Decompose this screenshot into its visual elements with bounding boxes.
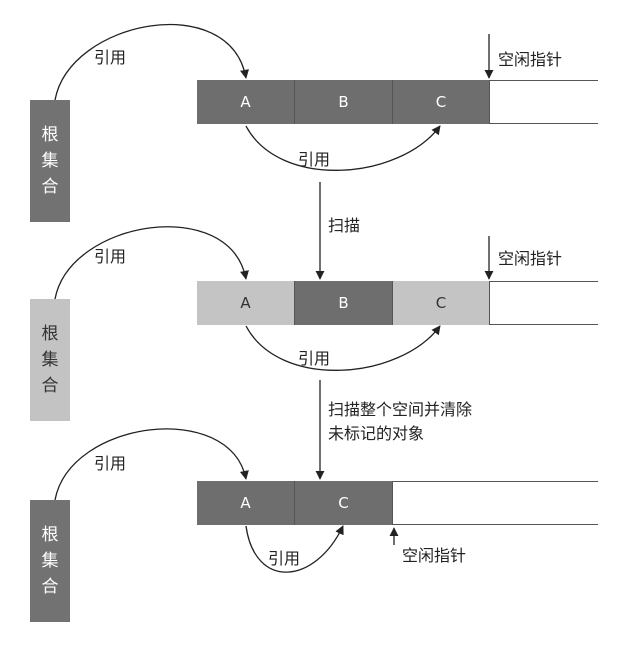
reference-label: 引用 (94, 48, 127, 67)
root-set-box-1: 根 集 合 (30, 100, 70, 222)
root-set-char: 集 (41, 151, 59, 171)
reference-label: 引用 (94, 247, 127, 266)
root-set-char: 集 (41, 350, 59, 370)
root-set-char: 合 (41, 177, 59, 197)
heap-object-b: B (295, 80, 393, 124)
root-set-char: 根 (41, 125, 59, 145)
free-space-top-line (393, 481, 598, 482)
heap-object-b: B (295, 281, 393, 325)
root-set-char: 合 (41, 376, 59, 396)
heap-object-c: C (295, 481, 393, 525)
object-reference-arrow (245, 125, 441, 171)
cell-label: A (240, 294, 251, 312)
step-label-sweep: 扫描整个空间并清除 未标记的对象 (328, 400, 473, 443)
free-pointer-label: 空闲指针 (498, 249, 563, 268)
heap-object-a: A (197, 80, 295, 124)
heap-object-a: A (197, 481, 295, 525)
free-space-top-line (490, 281, 598, 282)
reference-label: 引用 (298, 349, 331, 368)
root-set-box-2: 根 集 合 (30, 299, 70, 421)
heap-object-a: A (197, 281, 295, 325)
object-reference-arrow (245, 325, 441, 371)
cell-label: B (338, 93, 349, 111)
cell-label: C (338, 494, 349, 512)
free-pointer-label: 空闲指针 (498, 50, 563, 69)
cell-label: C (435, 93, 447, 111)
reference-label: 引用 (298, 150, 331, 169)
root-set-char: 集 (41, 551, 59, 571)
root-reference-arrow (54, 23, 249, 101)
free-space-bottom-line (393, 524, 598, 525)
cell-label: B (338, 294, 349, 312)
cell-label: C (435, 294, 447, 312)
root-set-char: 根 (41, 525, 59, 545)
cell-label: A (240, 93, 251, 111)
object-reference-arrow (245, 525, 344, 573)
root-set-char: 根 (41, 324, 59, 344)
free-space-bottom-line (490, 123, 598, 124)
root-set-box-3: 根 集 合 (30, 500, 70, 622)
cell-label: A (240, 494, 251, 512)
step-label-scan: 扫描 (328, 216, 361, 235)
root-set-char: 合 (41, 577, 59, 597)
free-space-bottom-line (490, 324, 598, 325)
root-reference-arrow (54, 428, 249, 501)
heap-object-c: C (393, 80, 490, 124)
free-space-top-line (490, 80, 598, 81)
reference-label: 引用 (268, 549, 301, 568)
free-pointer-label: 空闲指针 (402, 546, 467, 565)
reference-label: 引用 (94, 454, 127, 473)
root-reference-arrow (54, 226, 249, 300)
heap-object-c: C (393, 281, 490, 325)
